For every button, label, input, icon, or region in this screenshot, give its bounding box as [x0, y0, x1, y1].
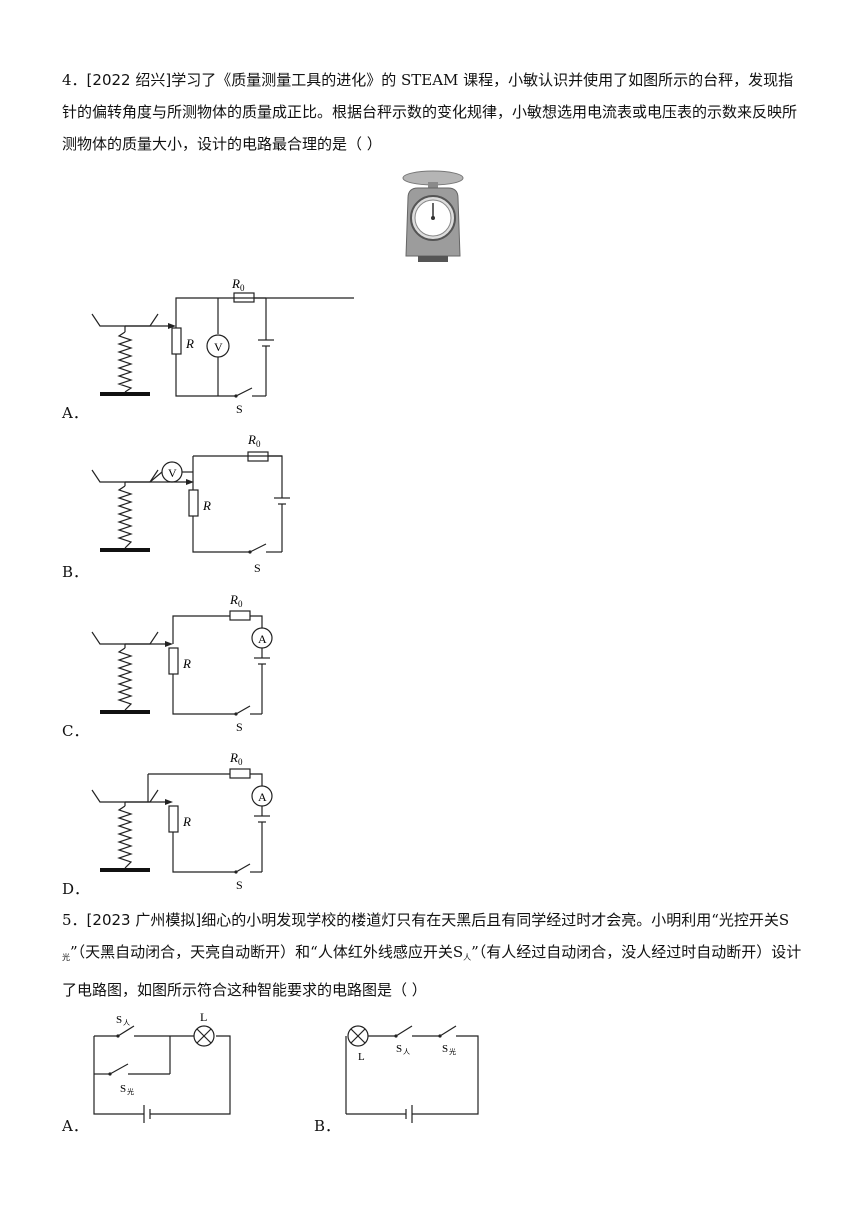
voltmeter-label: V — [214, 340, 223, 354]
r0-subscript: 0 — [256, 439, 261, 449]
subscript-person: 人 — [463, 953, 472, 962]
voltmeter-label: V — [168, 466, 177, 480]
question-number: 5． — [62, 911, 87, 929]
question-text: 学习了《质量测量工具的进化》的 STEAM 课程，小敏认识并使用了如图所示的台秤… — [62, 71, 798, 153]
r-label: R — [202, 498, 211, 513]
switch-label: S — [236, 720, 243, 734]
circuit-option-a: R 0 R V S — [91, 276, 354, 416]
switch-label: S — [442, 1043, 448, 1055]
question-text-part-2: ”（天黑自动闭合，天亮自动断开）和“人体红外线感应开关S — [70, 943, 464, 961]
circuit-option-c: R 0 R A S — [91, 592, 273, 734]
switch-person-sub: 人 — [123, 1019, 130, 1027]
r0-subscript: 0 — [240, 283, 245, 293]
switch-label: S — [120, 1083, 126, 1095]
r-label: R — [182, 656, 191, 671]
switch-light-sub: 光 — [449, 1047, 456, 1056]
lamp-label: L — [358, 1051, 365, 1063]
r0-label: R — [231, 276, 240, 291]
switch-label: S — [116, 1014, 122, 1026]
ammeter-label: A — [258, 790, 267, 804]
r0-subscript: 0 — [238, 757, 243, 767]
q5-option-b-label: B． — [314, 1117, 341, 1135]
r0-label: R — [247, 432, 256, 447]
lamp-label: L — [200, 1010, 207, 1024]
subscript-light: 光 — [62, 953, 70, 962]
circuit-option-d: R 0 R A S — [91, 750, 273, 892]
switch-label: S — [254, 561, 261, 575]
r0-label: R — [229, 592, 238, 607]
option-b-label: B． — [62, 563, 89, 581]
platform-scale-image — [402, 170, 464, 262]
ammeter-label: A — [258, 632, 267, 646]
option-d-label: D． — [62, 880, 90, 898]
question-source: [2022 绍兴] — [86, 71, 172, 89]
option-a-label: A． — [62, 404, 88, 422]
switch-light-sub: 光 — [127, 1087, 134, 1096]
question-source: [2023 广州模拟] — [86, 911, 202, 929]
circuit-option-b: R 0 R V S — [91, 432, 290, 575]
switch-label: S — [236, 878, 243, 892]
option-c-label: C． — [62, 722, 89, 740]
question-text-part-1: 细心的小明发现学校的楼道灯只有在天黑后且有同学经过时才会亮。小明利用“光控开关S — [201, 911, 790, 929]
q5-option-a-label: A． — [62, 1117, 88, 1135]
question-4: 4．[2022 绍兴]学习了《质量测量工具的进化》的 STEAM 课程，小敏认识… — [62, 64, 807, 160]
switch-label: S — [396, 1043, 402, 1055]
circuit-q5-option-a: L S 人 S 光 — [93, 1010, 231, 1123]
question-number: 4． — [62, 71, 87, 89]
r-label: R — [185, 336, 194, 351]
circuit-q5-option-b: L S 人 S 光 — [345, 1025, 479, 1123]
question-5: 5．[2023 广州模拟]细心的小明发现学校的楼道灯只有在天黑后且有同学经过时才… — [62, 904, 807, 1006]
r0-label: R — [229, 750, 238, 765]
switch-person-sub: 人 — [403, 1048, 410, 1056]
r0-subscript: 0 — [238, 599, 243, 609]
r-label: R — [182, 814, 191, 829]
question-text-part-3: ”（有人经过自动闭合，没人经过时自动断开）设计了电路图，如图所示符合这种智能要求… — [62, 943, 802, 999]
switch-label: S — [236, 402, 243, 416]
